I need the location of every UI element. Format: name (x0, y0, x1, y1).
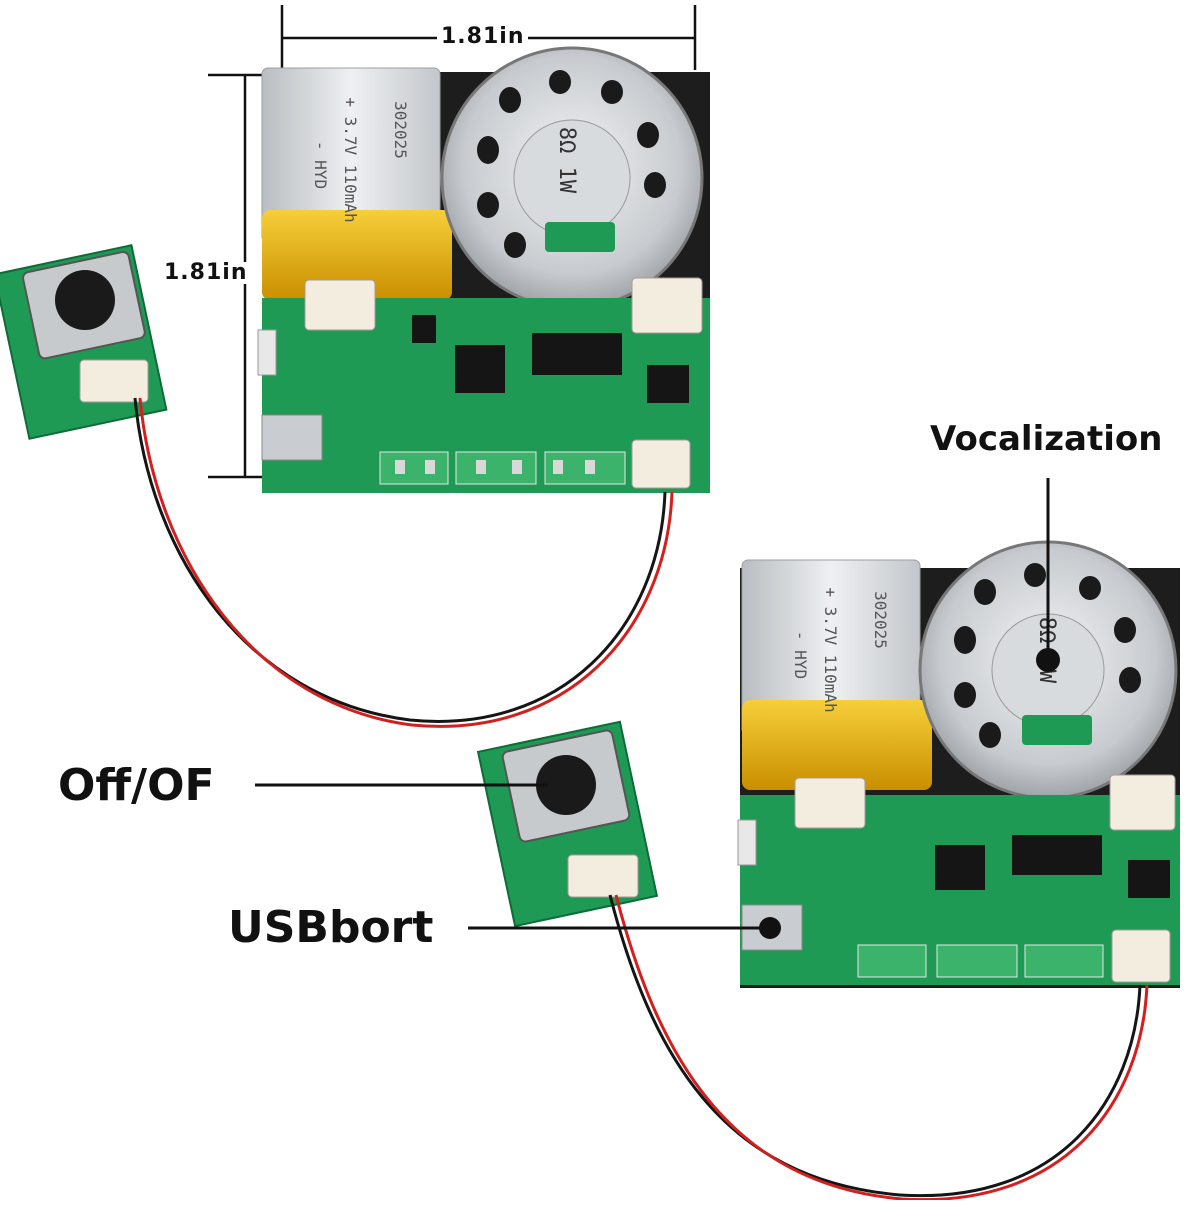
button-board (476, 720, 659, 928)
usb-port-label: USBbort (228, 902, 434, 953)
speaker: 8Ω 1W (440, 46, 704, 310)
svg-text:302025: 302025 (391, 101, 410, 159)
svg-text:302025: 302025 (871, 591, 890, 649)
off-on-label: Off/OF (58, 760, 215, 811)
top-module: - HYD + 3.7V 110mAh 302025 8Ω 1W (0, 5, 710, 728)
battery-text-2: + 3.7V 110mAh (341, 97, 360, 222)
button-board (0, 244, 168, 440)
speaker: 8Ω 1W (918, 540, 1178, 800)
pcb (737, 774, 1180, 985)
battery: - HYD + 3.7V 110mAh 302025 (261, 67, 452, 300)
svg-text:- HYD: - HYD (311, 141, 330, 189)
svg-text:+ 3.7V 110mAh: + 3.7V 110mAh (821, 587, 840, 712)
battery-text-1: 302025 (391, 101, 410, 159)
svg-text:8Ω 1W: 8Ω 1W (554, 127, 579, 194)
callout-lines (255, 478, 1050, 930)
vocalization-label: Vocalization (930, 419, 1163, 459)
svg-text:+ 3.7V 110mAh: + 3.7V 110mAh (341, 97, 360, 222)
width-dimension-label: 1.81in (437, 26, 529, 48)
pcb (257, 277, 710, 493)
battery-text-1: 302025 (871, 591, 890, 649)
battery-text-2: + 3.7V 110mAh (821, 587, 840, 712)
wires-bottom (608, 894, 1149, 1202)
battery-text-3: - HYD (791, 631, 810, 679)
battery: - HYD + 3.7V 110mAh 302025 (741, 559, 932, 790)
battery-text-3: - HYD (311, 141, 330, 189)
height-dimension-label: 1.81in (160, 262, 252, 284)
speaker-text: 8Ω 1W (554, 127, 579, 194)
svg-text:- HYD: - HYD (791, 631, 810, 679)
bottom-module: - HYD + 3.7V 110mAh 302025 8Ω 1W (255, 478, 1180, 1202)
wires-top (133, 397, 674, 728)
